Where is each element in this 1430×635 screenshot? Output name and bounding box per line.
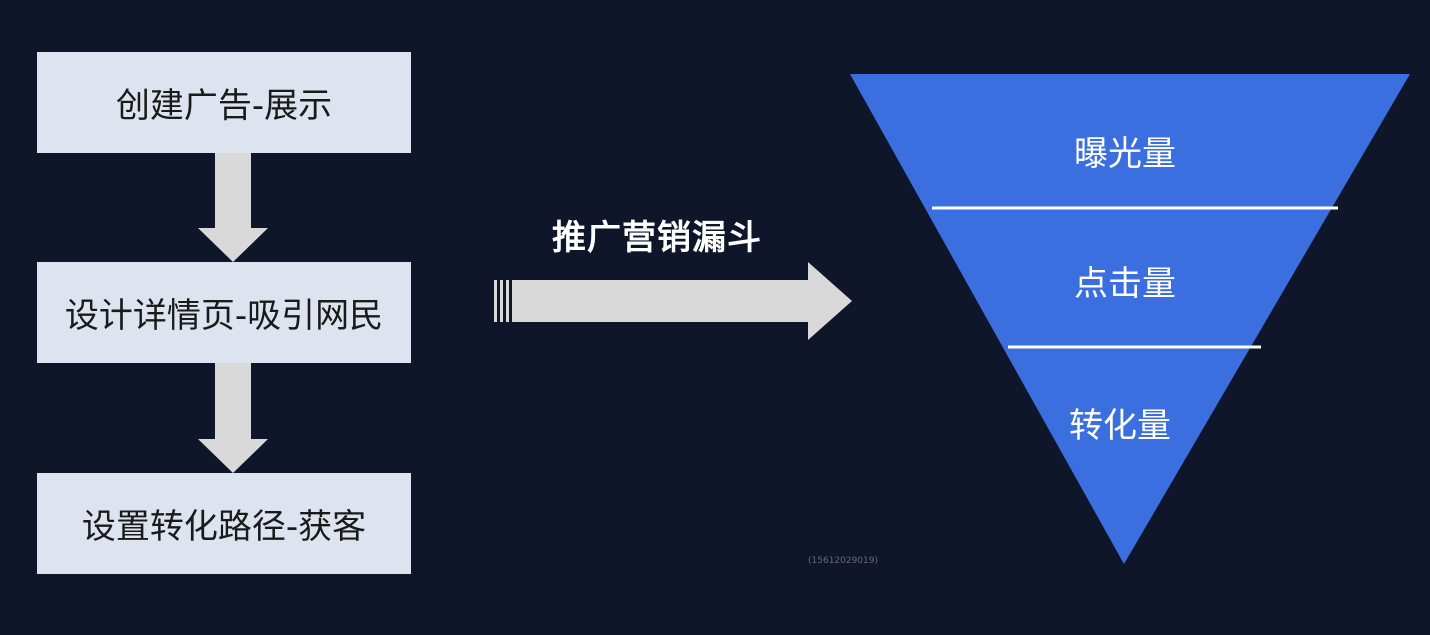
step-box-design-page: 设计详情页-吸引网民 — [37, 262, 411, 363]
right-arrow-icon — [494, 262, 852, 340]
step-label: 设计详情页-吸引网民 — [64, 296, 384, 336]
step-label: 设置转化路径-获客 — [81, 507, 367, 547]
funnel-title: 推广营销漏斗 — [552, 218, 762, 258]
funnel-shape — [850, 74, 1410, 564]
step-box-create-ad: 创建广告-展示 — [37, 52, 411, 153]
funnel-level-clicks: 点击量 — [1074, 264, 1176, 304]
down-arrow-icon — [198, 363, 268, 473]
down-arrow-icon — [198, 153, 268, 262]
step-box-conversion-path: 设置转化路径-获客 — [37, 473, 411, 574]
funnel-level-conversions: 转化量 — [1069, 406, 1171, 446]
funnel-level-exposure: 曝光量 — [1074, 134, 1176, 174]
watermark: (15612029019) — [808, 556, 879, 566]
funnel-body — [850, 74, 1410, 564]
step-label: 创建广告-展示 — [115, 86, 333, 126]
